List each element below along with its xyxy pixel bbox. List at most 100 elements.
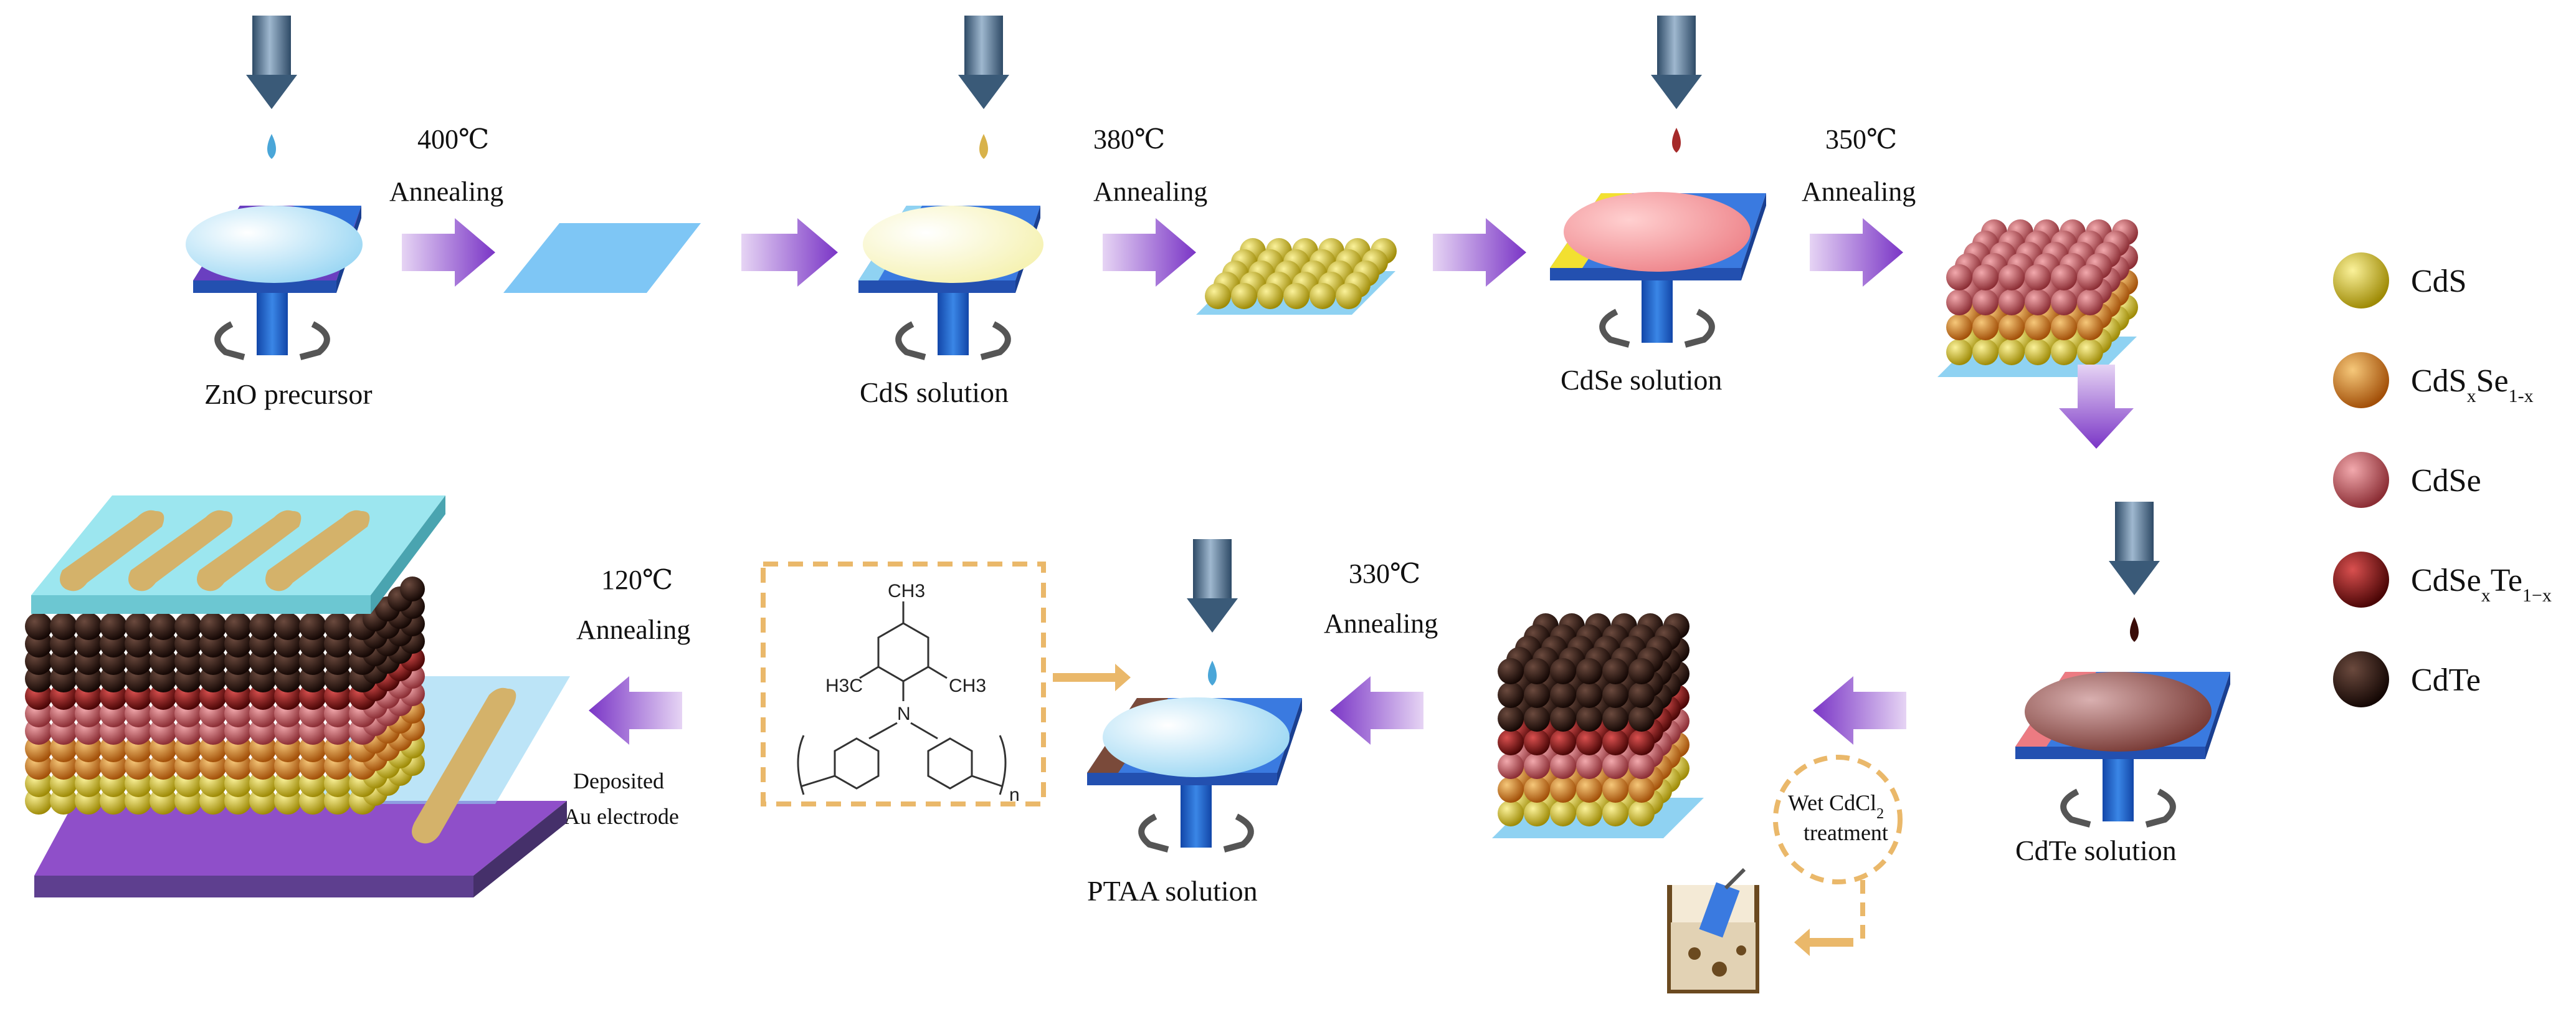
nanoparticle: [100, 613, 127, 640]
zno-precursor-label: ZnO precursor: [204, 378, 373, 410]
anneal-temp-350: 350℃: [1825, 124, 1897, 155]
nozzle-tip-icon: [958, 75, 1009, 109]
nanoparticle: [1628, 753, 1655, 779]
nanoparticle: [1576, 753, 1602, 779]
beaker-icon: [1667, 868, 1759, 993]
au-electrode-label: Au electrode: [564, 804, 679, 829]
annealing-step-380: 380℃ Annealing: [1093, 124, 1207, 287]
cdte-full-stack: [1492, 613, 1704, 838]
nanoparticle: [2025, 339, 2051, 365]
nanoparticle: [2025, 289, 2051, 315]
nanoparticle: [1576, 800, 1602, 826]
nanoparticle: [324, 613, 351, 640]
anneal-label-350: Annealing: [1802, 176, 1916, 207]
nanoparticle: [299, 613, 326, 640]
nanoparticle: [75, 613, 102, 640]
nanoparticle: [1550, 800, 1576, 826]
anneal-temp-330: 330℃: [1349, 558, 1420, 589]
nozzle-icon: [252, 16, 291, 78]
repeat-n-label: n: [1009, 785, 1020, 805]
anneal-temp-120: 120℃: [601, 565, 673, 595]
process-arrow-icon: [402, 218, 495, 287]
nanoparticle: [1524, 777, 1550, 803]
nanoparticle: [1524, 800, 1550, 826]
nanoparticle: [1231, 283, 1257, 309]
anneal-temp-400: 400℃: [417, 124, 489, 155]
spin-stem: [2103, 759, 2134, 821]
nanoparticle: [1524, 682, 1550, 708]
anneal-label-400: Annealing: [389, 176, 503, 207]
nanoparticle: [1946, 289, 1972, 315]
nanoparticle: [1257, 283, 1283, 309]
process-arrow-left-icon: [1813, 676, 1906, 745]
nanoparticle: [1550, 729, 1576, 755]
nozzle-tip-icon: [2109, 561, 2160, 595]
annealing-step-400: 400℃ Annealing: [389, 124, 503, 287]
nanoparticle: [1498, 705, 1524, 732]
process-arrow-icon: [1433, 218, 1526, 287]
nanoparticle: [400, 576, 425, 601]
nanoparticle: [1602, 705, 1628, 732]
spin-stem: [1642, 280, 1673, 343]
spin-stem: [1181, 785, 1212, 848]
nanoparticle: [1628, 777, 1655, 803]
droplet-icon: [2130, 617, 2139, 642]
anneal-label-330: Annealing: [1324, 608, 1438, 639]
cdte-solution-label: CdTe solution: [2015, 835, 2177, 866]
legend-swatch: [2333, 252, 2389, 309]
nanoparticle: [1602, 753, 1628, 779]
nanoparticle: [1972, 289, 1999, 315]
treatment-label-line2: treatment: [1804, 820, 1888, 845]
nanoparticle: [1576, 658, 1602, 684]
au-electrode: [197, 510, 302, 591]
dashed-arrow-icon: [1053, 664, 1131, 691]
anneal-label-120: Annealing: [576, 615, 690, 645]
cdse-solution-label: CdSe solution: [1561, 364, 1722, 396]
nanoparticle: [2051, 314, 2077, 340]
nanoparticle: [1972, 264, 1999, 290]
legend-swatch: [2333, 452, 2389, 508]
droplet-icon: [1672, 128, 1681, 153]
nozzle-icon: [1657, 16, 1696, 78]
process-arrow-icon: [1103, 218, 1196, 287]
ptaa-structure: CH3 H3C CH3 N n: [761, 562, 1131, 806]
process-arrow-left-icon: [589, 676, 682, 745]
legend-swatch: [2333, 352, 2389, 408]
zno-film: [503, 223, 701, 293]
au-electrode: [265, 510, 370, 591]
nanoparticle: [150, 613, 177, 640]
nanoparticle: [1550, 658, 1576, 684]
nanoparticle: [174, 613, 202, 640]
rotate-arrows-icon: [1599, 309, 1630, 348]
nanoparticle: [1550, 705, 1576, 732]
nanoparticle: [1524, 729, 1550, 755]
deposited-label: Deposited: [573, 768, 664, 793]
droplet-icon: [267, 134, 276, 159]
nanoparticle: [1498, 682, 1524, 708]
nanoparticle: [1946, 339, 1972, 365]
spin-coater-cds: CdS solution: [858, 16, 1043, 408]
spin-stem: [257, 293, 288, 355]
cds-nanoparticle-film: [1196, 238, 1397, 315]
nanoparticle: [1628, 800, 1655, 826]
nanoparticle: [1283, 283, 1309, 309]
legend-label: CdSe: [2411, 463, 2481, 499]
nanoparticle: [1498, 658, 1524, 684]
nanoparticle: [1602, 729, 1628, 755]
cdse-cdsse-cds-stack: [1937, 219, 2138, 377]
nanoparticle: [274, 613, 302, 640]
anneal-temp-380: 380℃: [1093, 124, 1165, 155]
nanoparticle: [1309, 283, 1336, 309]
nanoparticle: [1550, 753, 1576, 779]
process-arrow-icon: [1810, 218, 1903, 287]
nanoparticle: [1946, 314, 1972, 340]
nanoparticle: [2051, 289, 2077, 315]
nanoparticle: [1498, 729, 1524, 755]
spin-coater-ptaa: PTAA solution: [1087, 539, 1302, 907]
nozzle-tip-icon: [246, 75, 297, 109]
nanoparticle: [2051, 339, 2077, 365]
nanoparticle: [50, 613, 77, 640]
process-arrow-left-icon: [1330, 676, 1423, 745]
nanoparticle: [1576, 705, 1602, 732]
nozzle-icon: [1193, 539, 1232, 601]
